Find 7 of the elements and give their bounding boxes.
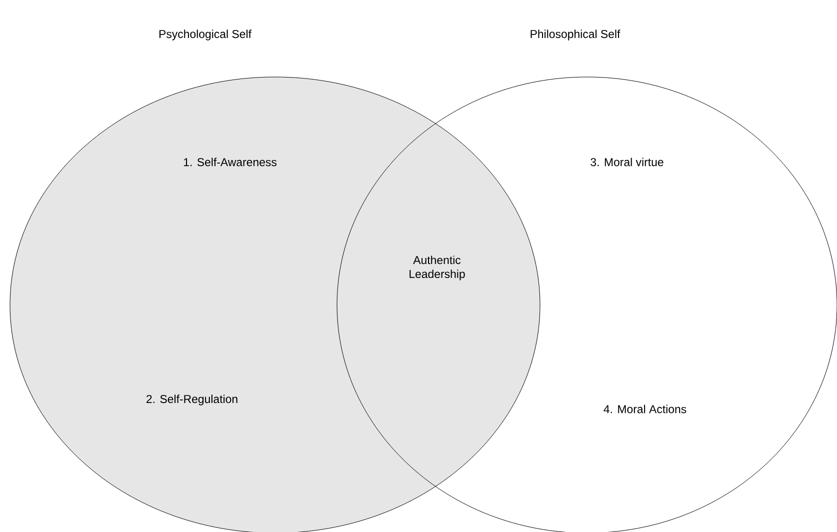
circle-item: 4. Moral Actions xyxy=(604,404,686,414)
circle-item: 2. Self-Regulation xyxy=(146,394,238,406)
overlap-label: Authentic Leadership xyxy=(410,256,465,280)
circle-item: 1. Self-Awareness xyxy=(184,158,276,166)
circle-item: 3. Moral virtue xyxy=(590,158,664,166)
circle-heading: Psychological Self xyxy=(159,30,252,40)
circle-heading: Philosophical Self xyxy=(530,30,620,40)
